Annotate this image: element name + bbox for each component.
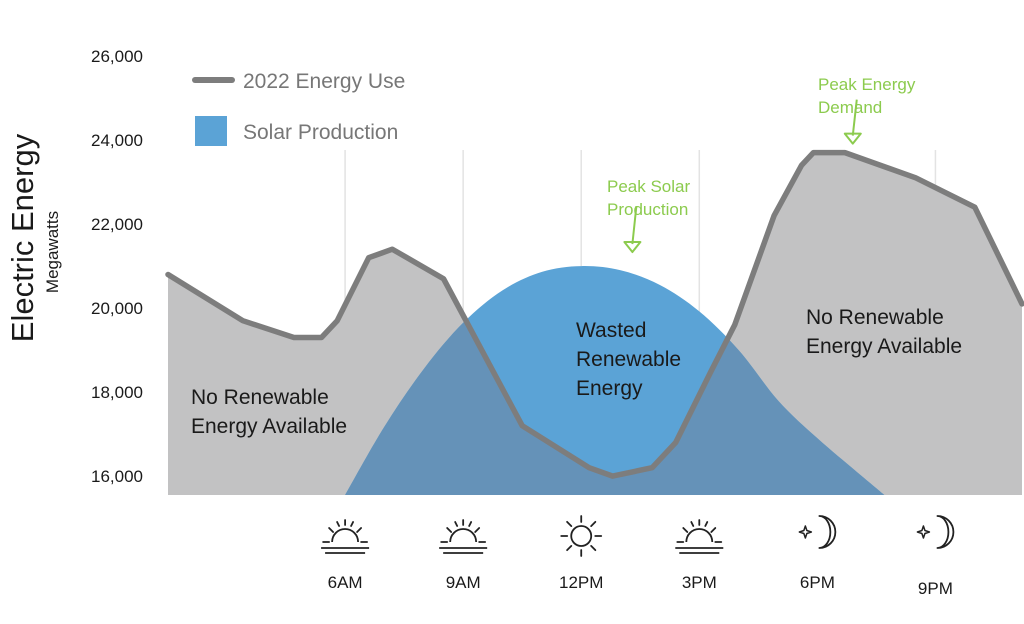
region-label-midday-line-1: Wasted bbox=[576, 319, 646, 342]
annotation-peak-solar-line-1: Peak Solar bbox=[607, 177, 690, 196]
sunset-icon bbox=[675, 519, 724, 554]
legend-label-energy-use: 2022 Energy Use bbox=[243, 70, 405, 93]
y-tick-label: 24,000 bbox=[91, 131, 143, 150]
x-axis-ticks: 6AM 9AM 12PM 3PM 6PM 9PM bbox=[321, 515, 955, 598]
region-label-midday: Wasted Renewable Energy bbox=[576, 319, 687, 400]
line-layer bbox=[165, 149, 1024, 479]
annotation-peak-solar-arrow bbox=[623, 205, 642, 254]
moon-star-icon bbox=[916, 515, 955, 549]
energy-use-area bbox=[168, 152, 1022, 495]
y-tick-label: 26,000 bbox=[91, 47, 143, 66]
region-label-morning: No Renewable Energy Available bbox=[191, 386, 347, 438]
region-label-midday-line-3: Energy bbox=[576, 377, 643, 400]
y-axis-subtitle: Megawatts bbox=[43, 211, 62, 293]
sunrise-icon bbox=[439, 519, 488, 554]
x-tick-label: 9AM bbox=[446, 573, 481, 592]
annotation-peak-demand: Peak Energy Demand bbox=[818, 75, 920, 117]
region-label-midday-line-2: Renewable bbox=[576, 348, 681, 371]
annotation-peak-demand-line-2: Demand bbox=[818, 98, 882, 117]
x-tick-label: 9PM bbox=[918, 579, 953, 598]
y-tick-labels: 26,000 24,000 22,000 20,000 18,000 16,000 bbox=[91, 47, 143, 486]
region-label-morning-line-1: No Renewable bbox=[191, 386, 329, 409]
x-tick-label: 6AM bbox=[328, 573, 363, 592]
legend: 2022 Energy Use Solar Production bbox=[192, 70, 405, 146]
annotation-peak-solar-line-2: Production bbox=[607, 200, 688, 219]
x-tick-label: 6PM bbox=[800, 573, 835, 592]
annotation-peak-demand-line-1: Peak Energy bbox=[818, 75, 916, 94]
x-tick-label: 3PM bbox=[682, 573, 717, 592]
sun-icon bbox=[560, 515, 603, 557]
sunrise-icon bbox=[321, 519, 370, 554]
y-tick-label: 20,000 bbox=[91, 299, 143, 318]
y-tick-label: 16,000 bbox=[91, 467, 143, 486]
region-label-evening: No Renewable Energy Available bbox=[806, 306, 962, 358]
annotation-peak-solar: Peak Solar Production bbox=[607, 177, 695, 219]
region-label-evening-line-2: Energy Available bbox=[806, 335, 962, 358]
region-label-evening-line-1: No Renewable bbox=[806, 306, 944, 329]
legend-swatch-solar bbox=[195, 116, 227, 146]
y-tick-label: 18,000 bbox=[91, 383, 143, 402]
y-axis-title: Electric Energy bbox=[5, 133, 40, 342]
legend-label-solar: Solar Production bbox=[243, 121, 398, 144]
y-tick-label: 22,000 bbox=[91, 215, 143, 234]
annotation-peak-demand-arrow bbox=[843, 99, 862, 145]
energy-use-line bbox=[165, 149, 1024, 479]
moon-star-icon bbox=[798, 515, 837, 549]
region-label-morning-line-2: Energy Available bbox=[191, 415, 347, 438]
area-layer bbox=[168, 152, 1022, 495]
x-tick-label: 12PM bbox=[559, 573, 603, 592]
